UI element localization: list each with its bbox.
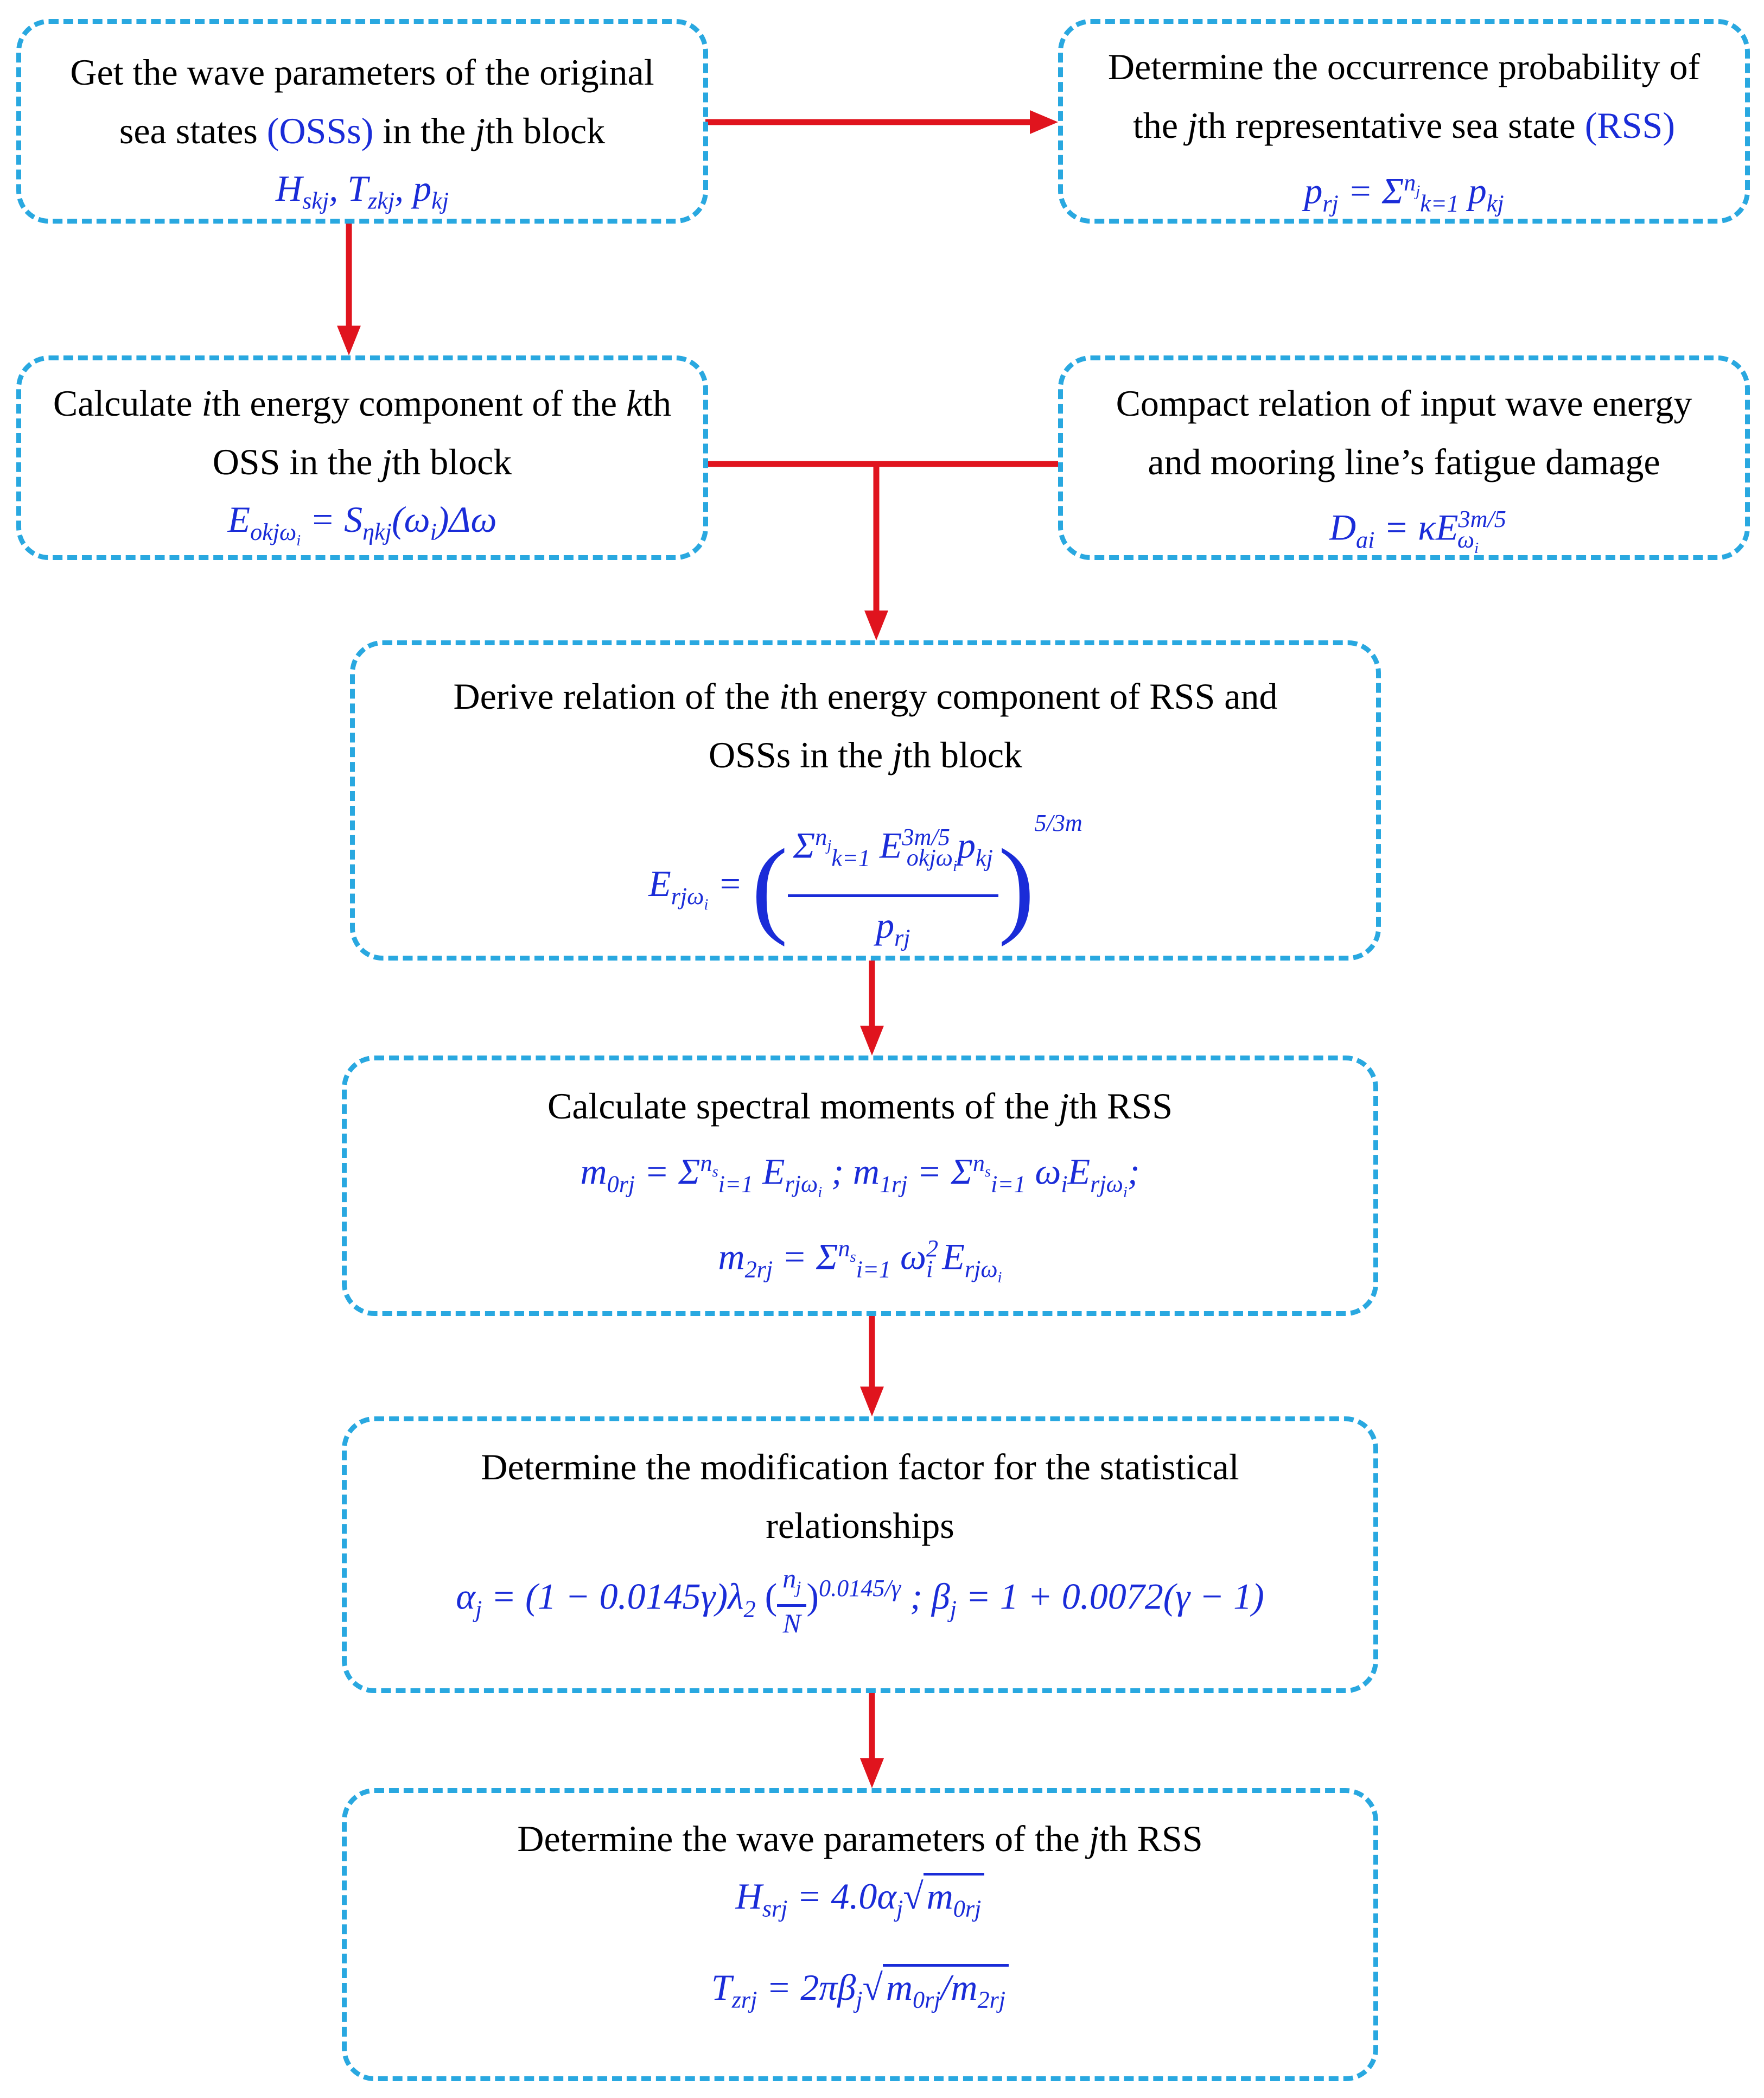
box-text-line2: sea states (OSSs) in the jth block — [119, 110, 606, 151]
arrowhead-down-3 — [860, 1026, 884, 1056]
box-text-line2: OSSs in the jth block — [708, 734, 1023, 775]
formula-significant-height: Hsrj = 4.0αj√m0rj — [347, 1868, 1373, 1937]
box-text-line1: Determine the wave parameters of the jth… — [517, 1818, 1203, 1859]
arrowhead-down-5 — [860, 1758, 884, 1788]
box-spectral-moments: Calculate spectral moments of the jth RS… — [342, 1056, 1378, 1316]
formula-oss-parameters: Hskj, Tzkj, pkj — [275, 168, 449, 214]
arrowhead-right — [1030, 110, 1058, 134]
box-text-line1: Get the wave parameters of the original — [70, 52, 654, 93]
box-occurrence-probability: Determine the occurrence probability of … — [1058, 19, 1750, 224]
formula-moments-0-1: m0rj = Σnsi=1 Erjωi ; m1rj = Σnsi=1 ωiEr… — [580, 1150, 1140, 1201]
formula-rss-probability: prj = Σnjk=1 pkj — [1304, 169, 1504, 217]
box-compact-relation: Compact relation of input wave energy an… — [1058, 355, 1750, 560]
box-text-line2: relationships — [766, 1505, 954, 1546]
arrowhead-down-2 — [864, 611, 888, 640]
formula-energy-component: Eokjωi = Sηkj(ωi)Δω — [227, 499, 497, 549]
formula-fatigue-damage: Dai = κE3m/5ωi — [1329, 506, 1506, 557]
box-text-line1: Derive relation of the ith energy compon… — [453, 676, 1278, 717]
box-text-line1: Calculate ith energy component of the kt… — [53, 383, 672, 424]
box-text-line2: OSS in the jth block — [212, 441, 512, 482]
formula-zero-crossing-period: Tzrj = 2πβj√m0rj/m2rj — [347, 1959, 1373, 2029]
box-wave-parameters-rss: Determine the wave parameters of the jth… — [342, 1788, 1378, 2081]
box-text-line1: Determine the modification factor for th… — [481, 1446, 1239, 1487]
box-text-line1: Calculate spectral moments of the jth RS… — [547, 1085, 1173, 1127]
arrowhead-down-4 — [860, 1387, 884, 1416]
box-modification-factor: Determine the modification factor for th… — [342, 1416, 1378, 1693]
arrowhead-down-1 — [337, 326, 361, 355]
box-energy-component: Calculate ith energy component of the kt… — [16, 355, 708, 560]
box-text-line2: and mooring line’s fatigue damage — [1148, 441, 1660, 482]
box-derive-relation: Derive relation of the ith energy compon… — [350, 640, 1381, 961]
box-text-line2: the jth representative sea state (RSS) — [1133, 105, 1675, 146]
formula-moment-2: m2rj = Σnsi=1 ω2i Erjωi — [718, 1235, 1002, 1287]
box-get-wave-parameters: Get the wave parameters of the original … — [16, 19, 708, 224]
box-text-line1: Determine the occurrence probability of — [1107, 46, 1701, 87]
box-text-line1: Compact relation of input wave energy — [1116, 383, 1692, 424]
